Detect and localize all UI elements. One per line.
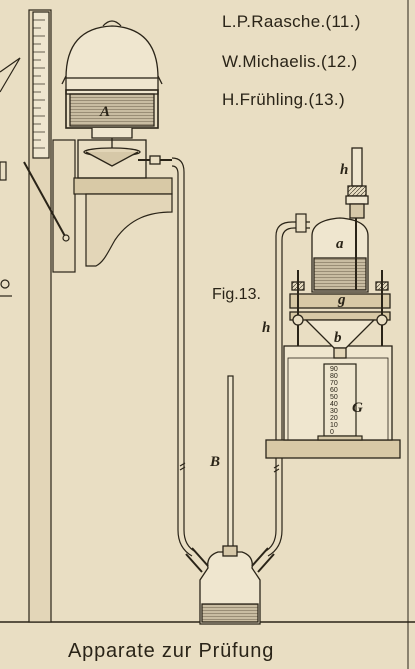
figure-label: Fig.13. bbox=[212, 286, 261, 303]
wall-bracket bbox=[73, 177, 173, 267]
author-name: L.P.Raasche. bbox=[222, 12, 326, 31]
label-B: B bbox=[210, 454, 221, 470]
tube-h-top bbox=[345, 147, 369, 219]
label-g: g bbox=[338, 292, 346, 308]
cylinder-G bbox=[317, 363, 363, 441]
thermometer-scale bbox=[33, 19, 45, 149]
label-A: A bbox=[100, 104, 111, 120]
tube-left bbox=[171, 157, 197, 557]
apparatus-A bbox=[61, 20, 172, 179]
rod-B bbox=[227, 375, 234, 553]
author-ref: (13.) bbox=[308, 90, 345, 109]
jar-a bbox=[311, 200, 369, 293]
scale-number: 20 bbox=[330, 415, 338, 422]
author-ref: (12.) bbox=[321, 52, 358, 71]
author-line-2: W.Michaelis.(12.) bbox=[222, 52, 357, 72]
funnel-b bbox=[304, 319, 376, 359]
label-a: a bbox=[336, 236, 344, 252]
woulff-bottle bbox=[185, 545, 275, 625]
scale-number: 40 bbox=[330, 401, 338, 408]
label-h-top: h bbox=[340, 162, 349, 178]
tube-right bbox=[263, 213, 310, 557]
author-name: H.Frühling. bbox=[222, 90, 309, 109]
scale-number: 60 bbox=[330, 387, 338, 394]
left-fragment bbox=[0, 57, 21, 297]
author-name: W.Michaelis. bbox=[222, 52, 322, 71]
caption: Apparate zur Prüfung bbox=[68, 640, 275, 662]
label-h-side: h bbox=[262, 320, 271, 336]
author-ref: (11.) bbox=[325, 12, 361, 31]
scale-number: 10 bbox=[330, 422, 338, 429]
scale-number: 70 bbox=[330, 380, 338, 387]
author-line-1: L.P.Raasche.(11.) bbox=[222, 12, 361, 32]
label-b: b bbox=[334, 330, 342, 346]
scale-number: 80 bbox=[330, 373, 338, 380]
scale-number: 0 bbox=[330, 429, 334, 436]
label-G: G bbox=[352, 400, 363, 416]
author-line-3: H.Frühling.(13.) bbox=[222, 90, 345, 110]
support-board bbox=[23, 9, 76, 623]
scale-number: 30 bbox=[330, 408, 338, 415]
scale-number: 90 bbox=[330, 366, 338, 373]
scale-number: 50 bbox=[330, 394, 338, 401]
